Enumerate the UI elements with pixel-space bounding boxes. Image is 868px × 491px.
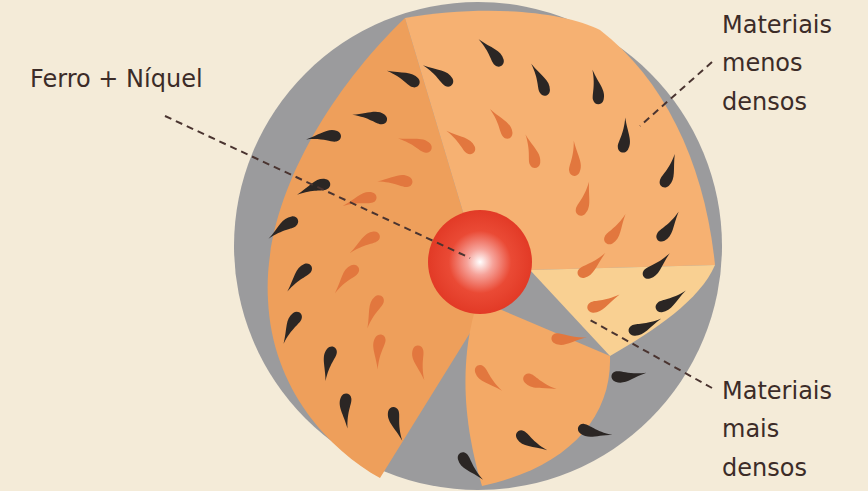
convection-mark (587, 294, 619, 314)
convection-mark (456, 449, 483, 485)
convection-mark (650, 212, 687, 244)
convection-mark (423, 56, 455, 93)
convection-mark (610, 362, 646, 391)
convection-mark (377, 165, 414, 197)
convection-marks (266, 34, 688, 484)
convection-mark (330, 392, 360, 429)
convection-mark (521, 366, 557, 402)
convection-mark (574, 253, 609, 279)
convection-mark (531, 64, 550, 96)
convection-mark (514, 424, 547, 461)
convection-mark (384, 406, 408, 441)
convection-mark (652, 154, 688, 190)
convection-mark (387, 58, 422, 95)
mantle-wedge (530, 265, 715, 356)
convection-mark (327, 263, 364, 293)
convection-mark (584, 70, 611, 106)
convection-mark (628, 316, 661, 337)
planet-crust (234, 2, 722, 490)
convection-mark (550, 324, 587, 355)
leader-line (165, 116, 470, 258)
convection-mark (266, 216, 300, 239)
convection-mark (355, 293, 392, 328)
convection-mark (297, 176, 331, 199)
mantle-wedge (465, 300, 610, 486)
convection-mark (598, 214, 635, 246)
convection-mark (521, 134, 545, 168)
convection-mark (272, 310, 309, 344)
leader-line (590, 320, 712, 388)
convection-mark (306, 122, 343, 151)
callout-label: Materiais menos densos (722, 6, 860, 121)
convection-mark (311, 344, 346, 381)
convection-mark (576, 415, 613, 450)
convection-mark (352, 99, 389, 133)
leader-line (640, 62, 712, 126)
convection-mark (406, 344, 433, 380)
callout-label: Materiais mais densos (722, 372, 860, 487)
convection-mark (639, 253, 675, 280)
convection-mark (479, 34, 505, 70)
convection-mark (654, 291, 688, 313)
convection-mark (490, 106, 513, 140)
convection-mark (362, 332, 395, 369)
convection-mark (343, 187, 378, 212)
callout-label: Ferro + Níquel (30, 60, 290, 98)
planet-core (428, 210, 532, 314)
convection-mark (398, 125, 434, 161)
convection-mark (609, 118, 642, 155)
convection-mark (473, 361, 502, 397)
convection-mark (446, 123, 477, 160)
convection-mark (560, 141, 591, 178)
convection-mark (567, 182, 603, 218)
convection-mark (280, 262, 317, 292)
convection-mark (348, 231, 382, 253)
